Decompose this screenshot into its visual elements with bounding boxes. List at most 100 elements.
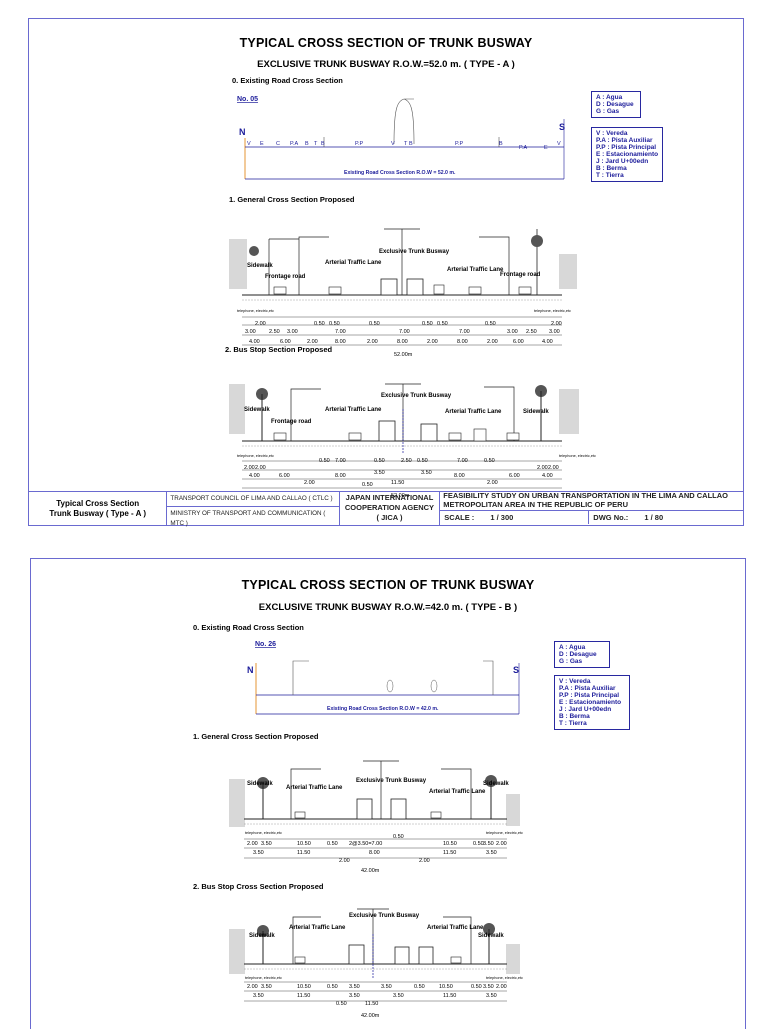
south-marker: S	[513, 665, 519, 675]
label-busway: Exclusive Trunk Busway	[349, 913, 420, 919]
svg-text:10.50: 10.50	[443, 841, 457, 847]
svg-text:11.50: 11.50	[297, 993, 310, 999]
svg-text:2.00: 2.00	[419, 858, 430, 864]
legend-item: V : Vereda	[596, 130, 628, 137]
existing-caption: Existing Road Cross Section R.O.W = 42.0…	[327, 706, 439, 712]
svg-text:2.00: 2.00	[537, 465, 548, 471]
svg-text:7.00: 7.00	[335, 458, 346, 464]
svg-text:10.50: 10.50	[297, 841, 311, 847]
tb-drawing-title: Typical Cross Section Trunk Busway ( Typ…	[29, 492, 168, 526]
busstop-section-drawing-a: Sidewalk Frontage road Arterial Traffic …	[229, 383, 596, 499]
tb-study-title: FEASIBILITY STUDY ON URBAN TRANSPORTATIO…	[440, 491, 743, 511]
svg-text:42.00m: 42.00m	[361, 868, 380, 874]
legend-item: P.A : Pista Auxiliar	[596, 137, 653, 144]
label-frontage-right: Frontage road	[500, 272, 541, 278]
street-scene	[229, 228, 577, 301]
svg-text:11.50: 11.50	[365, 1001, 378, 1007]
label-busway: Exclusive Trunk Busway	[381, 393, 452, 399]
tb-drawing-title-line2: Trunk Busway ( Type - A )	[49, 509, 147, 518]
label-utilities-left: telephone, electric,etc	[245, 976, 282, 980]
svg-text:7.00: 7.00	[459, 329, 470, 335]
svg-text:0.50: 0.50	[417, 458, 428, 464]
busstop-dimensions-b: 2.00 3.50 10.50 0.50 3.50 3.50 0.50 10.5…	[247, 984, 507, 1019]
svg-text:0.50: 0.50	[319, 458, 330, 464]
tb-dwg-value: 1 / 80	[644, 513, 664, 522]
svg-text:P.A: P.A	[519, 145, 527, 151]
south-marker: S	[559, 122, 565, 132]
svg-text:8.00: 8.00	[335, 473, 346, 479]
svg-text:0.50: 0.50	[336, 1001, 347, 1007]
tb-scale-value: 1 / 300	[490, 513, 514, 522]
legend-item: D : Desague	[596, 101, 634, 108]
svg-text:4.00: 4.00	[249, 339, 260, 345]
station-number: No. 05	[237, 96, 258, 103]
svg-text:52.00m: 52.00m	[391, 493, 410, 499]
svg-text:C: C	[276, 141, 280, 147]
tb-jica-line1: JAPAN INTERNATIONAL	[345, 493, 434, 502]
svg-text:3.50: 3.50	[253, 850, 264, 856]
svg-text:2.00: 2.00	[496, 841, 507, 847]
svg-text:2.00: 2.00	[307, 339, 318, 345]
label-arterial-right: Arterial Traffic Lane	[445, 409, 502, 415]
label-utilities-left: telephone, electric,etc	[237, 309, 274, 313]
svg-text:6.00: 6.00	[280, 339, 291, 345]
svg-text:8.00: 8.00	[457, 339, 468, 345]
svg-text:T: T	[404, 141, 408, 147]
label-utilities-left: telephone, electric,etc	[237, 454, 274, 458]
utility-legend: A : Agua D : Desague G : Gas	[554, 641, 610, 668]
svg-text:2.50: 2.50	[526, 329, 537, 335]
tb-study: FEASIBILITY STUDY ON URBAN TRANSPORTATIO…	[440, 491, 743, 526]
svg-text:8.00: 8.00	[335, 339, 346, 345]
svg-text:8.00: 8.00	[454, 473, 465, 479]
tb-drawing-title-line1: Typical Cross Section	[56, 499, 140, 508]
section-general-heading: 1. General Cross Section Proposed	[193, 732, 319, 741]
svg-text:0.50: 0.50	[369, 321, 380, 327]
label-sidewalk-right: Sidewalk	[483, 781, 509, 787]
label-utilities-left: telephone, electric,etc	[245, 831, 282, 835]
north-marker: N	[247, 665, 254, 675]
svg-text:2.00: 2.00	[367, 339, 378, 345]
legend-item: E : Estacionamiento	[596, 151, 659, 158]
sheet-title: TYPICAL CROSS SECTION OF TRUNK BUSWAY	[239, 36, 533, 50]
svg-text:3.50: 3.50	[486, 993, 497, 999]
svg-text:3.50: 3.50	[261, 841, 272, 847]
general-section-drawing-a: Sidewalk Frontage road Arterial Traffic …	[229, 228, 577, 358]
legend-item: J : Jard U+00edn	[596, 158, 649, 165]
label-arterial-right: Arterial Traffic Lane	[429, 789, 486, 795]
tb-jica-line2: COOPERATION AGENCY	[344, 503, 435, 512]
svg-text:0.50: 0.50	[437, 321, 448, 327]
svg-text:52.00m: 52.00m	[394, 352, 413, 358]
title-block: Typical Cross Section Trunk Busway ( Typ…	[29, 491, 743, 527]
drawing-sheet-type-a: TYPICAL CROSS SECTION OF TRUNK BUSWAY EX…	[28, 18, 744, 527]
svg-text:3.50: 3.50	[349, 993, 360, 999]
label-sidewalk-left: Sidewalk	[247, 263, 273, 269]
label-arterial-right: Arterial Traffic Lane	[447, 267, 504, 273]
svg-text:V: V	[557, 141, 561, 147]
svg-text:2.00: 2.00	[244, 465, 255, 471]
svg-text:7.00: 7.00	[399, 329, 410, 335]
section-busstop-heading: 2. Bus Stop Section Proposed	[225, 345, 333, 354]
svg-text:3.00: 3.00	[287, 329, 298, 335]
road-code-legend: V : Vereda P.A : Pista Auxiliar P.P : Pi…	[591, 127, 663, 182]
legend-item: T : Tierra	[559, 720, 587, 727]
svg-text:7.00: 7.00	[335, 329, 346, 335]
svg-text:2.00: 2.00	[551, 321, 562, 327]
svg-text:11.50: 11.50	[443, 993, 456, 999]
label-sidewalk-left: Sidewalk	[244, 407, 270, 413]
svg-text:2.00: 2.00	[427, 339, 438, 345]
svg-text:42.00m: 42.00m	[361, 1013, 380, 1019]
label-arterial-right: Arterial Traffic Lane	[427, 925, 484, 931]
general-dimensions-a: 2.00 0.50 0.50 0.50 0.50 0.50 0.50 2.00 …	[245, 321, 562, 358]
section-existing-heading: 0. Existing Road Cross Section	[193, 623, 304, 632]
svg-text:2.00: 2.00	[339, 858, 350, 864]
sheet-subtitle: EXCLUSIVE TRUNK BUSWAY R.O.W.=52.0 m. ( …	[257, 59, 515, 70]
svg-text:0.50: 0.50	[329, 321, 340, 327]
svg-text:3.00: 3.00	[507, 329, 518, 335]
svg-text:2.00: 2.00	[255, 321, 266, 327]
general-dimensions-b: 2.00 3.50 10.50 0.50 2@3.50=7.00 0.50 10…	[247, 834, 507, 874]
svg-text:P.P: P.P	[355, 141, 363, 147]
svg-text:B: B	[305, 141, 309, 147]
svg-text:2.50: 2.50	[401, 458, 412, 464]
svg-text:B: B	[409, 141, 413, 147]
tb-jica: JAPAN INTERNATIONAL COOPERATION AGENCY (…	[340, 492, 441, 526]
